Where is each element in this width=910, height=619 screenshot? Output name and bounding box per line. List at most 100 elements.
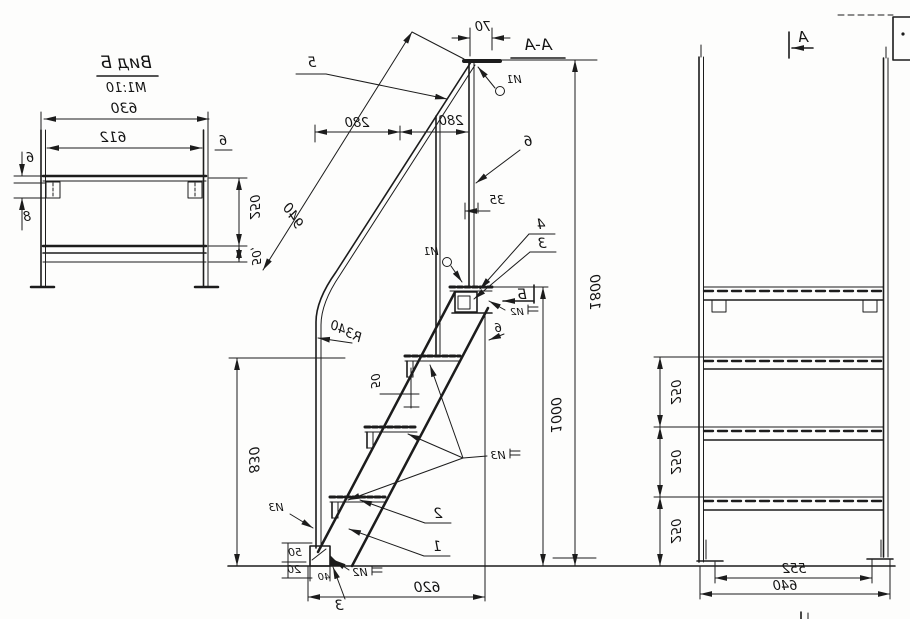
section-a-a: А-А 70 5 [227, 20, 896, 614]
dim-620-label: 620 [414, 580, 441, 596]
dim-940: 940 [262, 31, 465, 271]
radius-r340: R340 [317, 318, 364, 346]
front-right-foot [866, 539, 894, 560]
tread-3 [328, 495, 387, 519]
item-3-bottom-label: 3 [335, 598, 344, 614]
dim-1800: 1800 [552, 59, 602, 567]
weld-flag-icon [527, 304, 539, 315]
item-3-top-callout: 3 [473, 236, 557, 300]
dim-940-label: 940 [278, 200, 306, 231]
dim-612-label: 612 [100, 130, 127, 146]
dim-50-step-label: 50 [368, 373, 382, 389]
dim-6-left-label: 6 [26, 151, 34, 166]
front-left-rail [698, 44, 704, 563]
dim-1000-label: 1000 [547, 397, 563, 433]
front-view: А [653, 14, 910, 619]
view-b-dim-630: 630 [40, 101, 210, 131]
view-b-direction-arrow: Б [502, 284, 535, 304]
handrail [315, 61, 476, 549]
view-b-title: Вид Б [100, 53, 152, 73]
weld-spot-icon [442, 257, 452, 267]
item-1-label: 1 [433, 539, 442, 555]
landing [448, 285, 494, 314]
front-step-2 [702, 426, 885, 441]
item-1-callout: 1 [348, 528, 451, 557]
item-6-label: 6 [523, 134, 532, 150]
item-3-bottom-callout: 3 [332, 566, 346, 614]
dim-250-1-label: 250 [667, 380, 682, 405]
weld-spot-icon [495, 86, 505, 96]
dim-250-2-label: 250 [667, 450, 682, 475]
weld-i1-top-label: И1 [506, 73, 521, 86]
weld-i3-right-label: И3 [490, 449, 505, 462]
dim-50-step: 50 [368, 367, 420, 409]
dim-35: 35 [464, 193, 505, 220]
front-right-rail [882, 46, 889, 558]
weld-i1-mid: И1 [423, 245, 463, 283]
view-b-dim-612: 612 6 [46, 130, 233, 151]
dim-830: 830 [228, 357, 346, 567]
view-b-platform [41, 174, 208, 263]
weld-i3-left: И3 [268, 501, 314, 529]
dim-70: 70 [451, 20, 511, 57]
view-b-scale: М1:10 [106, 81, 146, 96]
dim-1800-label: 1800 [586, 274, 602, 310]
dim-830-label: 830 [245, 447, 261, 474]
dim-6-plate-label: 6 [494, 321, 502, 335]
dim-620: 620 [307, 312, 486, 602]
dim-70-label: 70 [475, 20, 492, 35]
dim-552-label: 552 [782, 562, 807, 577]
weld-i1-top: И1 [477, 66, 522, 96]
dim-40-label: 40 [318, 572, 331, 583]
weld-i2-mid-label: И2 [510, 307, 524, 318]
dim-6-plate: 6 [488, 321, 505, 341]
item-3-top-label: 3 [538, 236, 547, 252]
weld-i2-foot-label: И2 [352, 566, 367, 579]
dim-8-label: 8 [23, 210, 31, 225]
dim-552: 552 [714, 558, 873, 584]
section-a-arrow: А [788, 28, 814, 59]
view-b-arrow-label: Б [517, 287, 527, 303]
front-step-1 [702, 356, 885, 370]
dim-250-3-label: 250 [667, 519, 682, 544]
mid-post [435, 115, 441, 355]
sheet-corner-fragment [837, 14, 910, 61]
weld-flag-icon [509, 448, 521, 459]
dim-35-label: 35 [489, 193, 504, 207]
tread-1 [403, 354, 462, 378]
dim-280-pair: 280 280 [314, 114, 469, 143]
item-2-label: 2 [433, 506, 442, 522]
dim-640: 640 [699, 558, 891, 600]
dim-640-label: 640 [773, 579, 798, 594]
item-5-label: 5 [307, 55, 316, 71]
item-2-callout: 2 [359, 499, 452, 524]
dim-50-foot-label: 50 [288, 546, 302, 559]
view-b-dims-right: 250 50, [208, 177, 263, 266]
item-6-callout: 6 [475, 134, 532, 184]
weld-flag-icon [371, 565, 383, 576]
section-a-arrow-label: А [798, 28, 809, 46]
dim-20-label: 20 [287, 563, 301, 576]
front-step-3 [702, 496, 885, 511]
view-b-left-rail [29, 129, 56, 289]
dim-630-label: 630 [111, 101, 138, 117]
dim-40: 40 [309, 565, 331, 583]
view-b-right-rail [193, 129, 220, 289]
dim-280-left-label: 280 [345, 116, 370, 131]
dim-50-label: 50, [249, 246, 263, 265]
weld-i3-right: И3 [347, 364, 521, 501]
post [468, 61, 475, 288]
front-dims-250: 250 250 250 [653, 356, 705, 567]
item-4-label: 4 [537, 217, 546, 233]
cutoff-label-fragment [800, 611, 809, 619]
item-5-callout: 5 [295, 55, 448, 100]
rail-foot [309, 545, 341, 567]
front-left-foot [696, 539, 724, 562]
weld-i3-left-label: И3 [268, 501, 283, 514]
section-title: А-А [524, 35, 553, 54]
weld-i2-foot: И2 [333, 559, 383, 579]
dim-280-right-label: 280 [439, 114, 464, 129]
tread-2 [363, 425, 419, 449]
